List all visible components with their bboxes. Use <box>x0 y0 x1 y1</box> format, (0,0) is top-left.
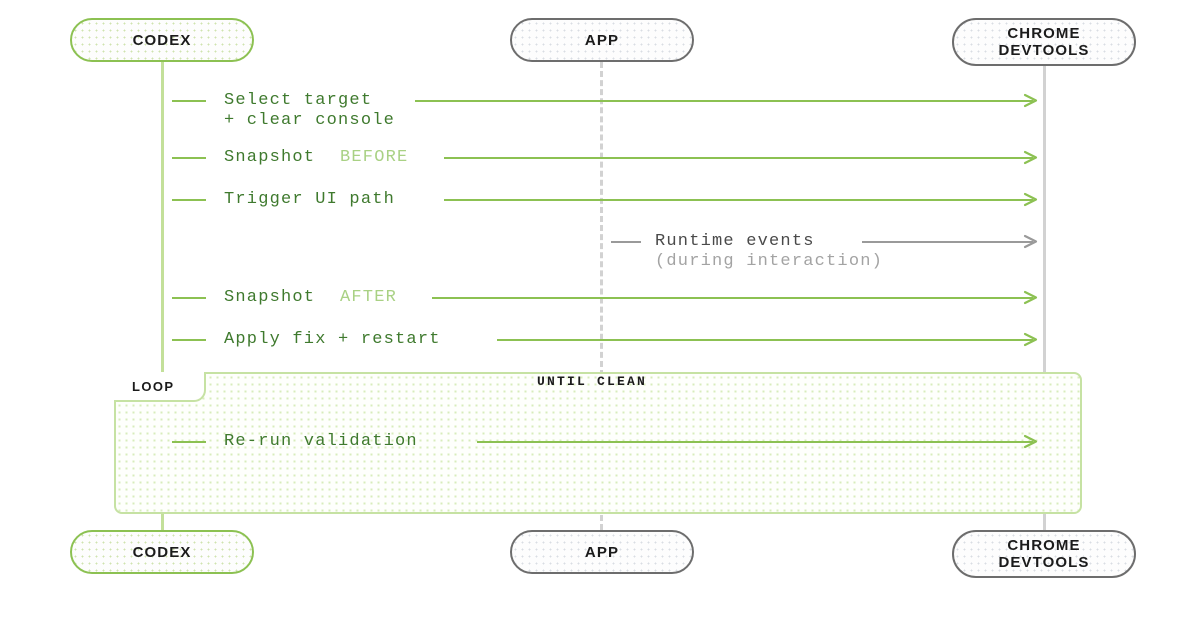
message-runtime-events-line <box>862 241 1033 243</box>
message-select-target-arrowhead <box>1023 93 1038 108</box>
message-apply-fix-restart-line <box>497 339 1033 341</box>
actor-codex-top[interactable]: CODEX <box>70 18 254 62</box>
loop-block <box>114 372 1082 514</box>
loop-tab-label: LOOP <box>132 378 175 394</box>
message-snapshot-after-line <box>432 297 1033 299</box>
message-runtime-events-sublabel: (during interaction) <box>655 252 884 271</box>
message-snapshot-after-accent: AFTER <box>340 288 398 307</box>
lifeline-codex <box>161 62 164 530</box>
message-snapshot-after-label: Snapshot <box>224 288 316 307</box>
message-snapshot-before-line <box>444 157 1033 159</box>
lifeline-devtools <box>1043 62 1046 530</box>
actor-app-bottom-label: APP <box>584 543 620 561</box>
message-re-run-validation-line <box>477 441 1033 443</box>
message-re-run-validation-stub <box>172 441 206 443</box>
actor-devtools-top[interactable]: CHROME DEVTOOLS <box>952 18 1136 66</box>
actor-app-top[interactable]: APP <box>510 18 694 62</box>
lifeline-app <box>600 62 603 530</box>
message-snapshot-before-arrowhead <box>1023 150 1038 165</box>
message-snapshot-before-accent: BEFORE <box>340 148 409 167</box>
message-snapshot-before-stub <box>172 157 206 159</box>
message-trigger-ui-path-label: Trigger UI path <box>224 190 396 209</box>
loop-tab: LOOP <box>114 372 206 402</box>
message-re-run-validation-arrowhead <box>1023 434 1038 449</box>
message-select-target-sublabel: + clear console <box>224 111 396 130</box>
message-apply-fix-restart-stub <box>172 339 206 341</box>
message-select-target-stub <box>172 100 206 102</box>
message-runtime-events-arrowhead <box>1023 234 1038 249</box>
message-runtime-events-label: Runtime events <box>655 232 815 251</box>
message-re-run-validation-label: Re-run validation <box>224 432 418 451</box>
message-snapshot-before-label: Snapshot <box>224 148 316 167</box>
message-runtime-events-stub <box>611 241 641 243</box>
actor-app-bottom[interactable]: APP <box>510 530 694 574</box>
message-snapshot-after-arrowhead <box>1023 290 1038 305</box>
message-snapshot-after-stub <box>172 297 206 299</box>
message-trigger-ui-path-stub <box>172 199 206 201</box>
actor-codex-bottom-label: CODEX <box>132 543 192 561</box>
message-apply-fix-restart-label: Apply fix + restart <box>224 330 441 349</box>
message-select-target-label: Select target <box>224 91 373 110</box>
message-apply-fix-restart-arrowhead <box>1023 332 1038 347</box>
message-select-target-line <box>415 100 1033 102</box>
message-trigger-ui-path-line <box>444 199 1033 201</box>
message-trigger-ui-path-arrowhead <box>1023 192 1038 207</box>
actor-devtools-bottom-label: CHROME DEVTOOLS <box>998 537 1090 571</box>
actor-devtools-bottom[interactable]: CHROME DEVTOOLS <box>952 530 1136 578</box>
actor-devtools-top-label: CHROME DEVTOOLS <box>998 25 1090 59</box>
actor-codex-bottom[interactable]: CODEX <box>70 530 254 574</box>
loop-condition-label: UNTIL CLEAN <box>537 374 648 389</box>
actor-codex-top-label: CODEX <box>132 31 192 49</box>
actor-app-top-label: APP <box>584 31 620 49</box>
